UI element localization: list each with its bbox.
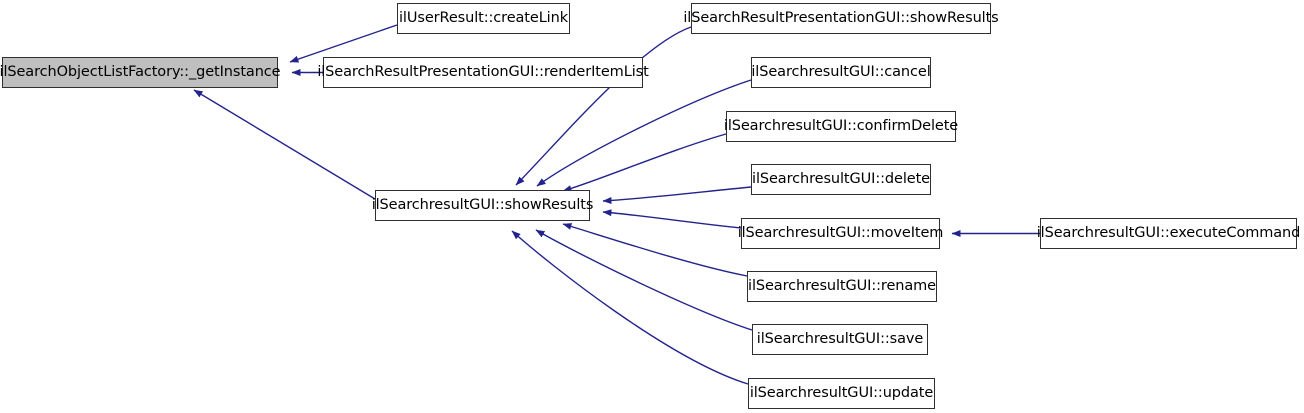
- call-edge-moveItem-to-guiShowResults: [602, 209, 742, 229]
- graph-node-label-delete: ilSearchresultGUI::delete: [752, 171, 930, 188]
- graph-node-update[interactable]: ilSearchresultGUI::update: [748, 378, 935, 409]
- call-edge-presentationShowResults-to-guiShowResults: [515, 26, 692, 186]
- graph-node-confirmDelete[interactable]: ilSearchresultGUI::confirmDelete: [724, 111, 958, 142]
- graph-node-delete[interactable]: ilSearchresultGUI::delete: [751, 164, 931, 195]
- call-edge-confirmDelete-to-guiShowResults: [562, 133, 727, 192]
- graph-node-save[interactable]: ilSearchresultGUI::save: [752, 324, 928, 355]
- call-edge-rename-to-guiShowResults: [562, 223, 748, 277]
- graph-node-label-confirmDelete: ilSearchresultGUI::confirmDelete: [723, 118, 959, 135]
- call-edge-guiShowResults-to-getInstance: [193, 89, 376, 200]
- graph-node-label-createLink: ilUserResult::createLink: [399, 10, 569, 27]
- call-edge-cancel-to-guiShowResults: [536, 79, 752, 187]
- call-edge-save-to-guiShowResults: [535, 229, 753, 331]
- graph-node-label-guiShowResults: ilSearchresultGUI::showResults: [371, 197, 594, 214]
- graph-node-label-moveItem: ilSearchresultGUI::moveItem: [737, 225, 944, 242]
- graph-node-label-update: ilSearchresultGUI::update: [749, 385, 934, 402]
- graph-node-cancel[interactable]: ilSearchresultGUI::cancel: [751, 57, 931, 88]
- graph-node-label-renderItemList: ilSearchResultPresentationGUI::renderIte…: [317, 64, 649, 81]
- graph-node-label-presentationShowResults: ilSearchResultPresentationGUI::showResul…: [683, 10, 999, 27]
- graph-node-renderItemList[interactable]: ilSearchResultPresentationGUI::renderIte…: [317, 57, 649, 88]
- graph-node-rename[interactable]: ilSearchresultGUI::rename: [747, 271, 937, 302]
- call-edge-update-to-guiShowResults: [511, 230, 749, 385]
- graph-node-getInstance[interactable]: ilSearchObjectListFactory::_getInstance: [0, 57, 281, 88]
- graph-node-label-save: ilSearchresultGUI::save: [756, 331, 924, 348]
- graph-node-executeCommand[interactable]: ilSearchresultGUI::executeCommand: [1037, 218, 1300, 249]
- graph-node-label-rename: ilSearchresultGUI::rename: [748, 278, 936, 295]
- graph-node-label-cancel: ilSearchresultGUI::cancel: [751, 64, 931, 81]
- call-edge-delete-to-guiShowResults: [602, 186, 752, 205]
- graph-node-createLink[interactable]: ilUserResult::createLink: [397, 3, 570, 34]
- call-edge-createLink-to-getInstance: [289, 24, 398, 63]
- graph-node-label-executeCommand: ilSearchresultGUI::executeCommand: [1036, 225, 1301, 242]
- edge-group: [193, 24, 1040, 385]
- graph-node-label-getInstance: ilSearchObjectListFactory::_getInstance: [0, 64, 281, 81]
- graph-node-presentationShowResults[interactable]: ilSearchResultPresentationGUI::showResul…: [683, 3, 999, 34]
- graph-node-guiShowResults[interactable]: ilSearchresultGUI::showResults: [372, 190, 593, 221]
- graph-node-moveItem[interactable]: ilSearchresultGUI::moveItem: [738, 218, 943, 249]
